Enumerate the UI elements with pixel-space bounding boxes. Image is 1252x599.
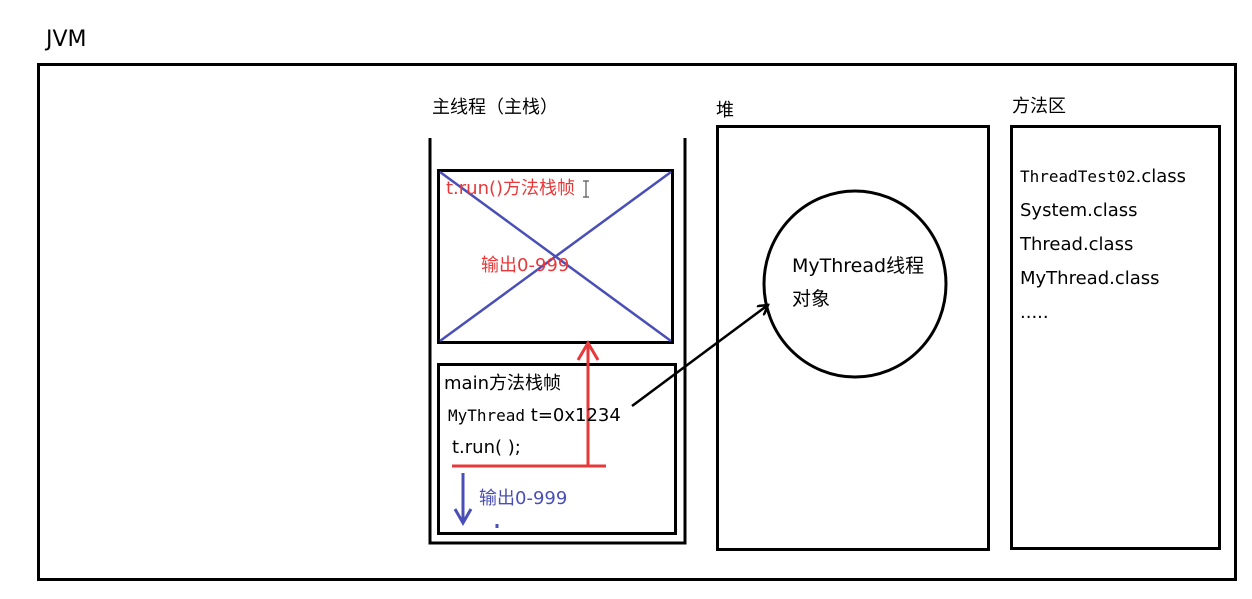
- run-frame-output: 输出0-999: [481, 255, 570, 276]
- heap-label: 堆: [716, 100, 734, 121]
- main-stack-container: [428, 138, 687, 545]
- main-stack-label: 主线程（主栈）: [432, 97, 558, 118]
- class-item-ellipsis: .....: [1020, 302, 1049, 323]
- reference-declaration: MyThread t=0x1234: [448, 405, 621, 426]
- run-method-frame: [437, 169, 674, 344]
- method-area-class-list: ThreadTest02.class System.class Thread.c…: [1020, 160, 1186, 330]
- run-frame-title: t.run()方法栈帧: [446, 178, 576, 199]
- main-method-frame: [437, 363, 677, 535]
- jvm-boundary: [37, 63, 1237, 581]
- class-item-suffix: .class: [1135, 166, 1186, 187]
- class-item: MyThread.class: [1020, 268, 1160, 289]
- class-item-name: ThreadTest02: [1020, 167, 1136, 186]
- class-item: System.class: [1020, 200, 1138, 221]
- declaration-type: MyThread: [448, 406, 526, 425]
- main-frame-title: main方法栈帧: [444, 373, 561, 394]
- text-cursor-icon: [583, 180, 589, 198]
- method-area-box: [1010, 125, 1221, 550]
- diagram-title: JVM: [46, 27, 87, 52]
- method-area-label: 方法区: [1012, 96, 1066, 117]
- red-up-arrow-head: [576, 340, 600, 361]
- declaration-value: t=0x1234: [525, 405, 621, 426]
- main-frame-output: 输出0-999: [479, 488, 568, 509]
- heap-object-line-1: MyThread线程: [792, 255, 925, 277]
- heap-object-label: MyThread线程 对象: [792, 250, 924, 316]
- run-call: t.run( );: [452, 437, 521, 458]
- heap-object-circle: [762, 189, 948, 379]
- blue-down-arrow-head: [453, 508, 473, 527]
- reference-arrow: [631, 305, 768, 408]
- heap-object-line-2: 对象: [792, 288, 831, 310]
- heap-box: [716, 125, 990, 551]
- cross-line-2: [439, 170, 672, 343]
- class-item: Thread.class: [1020, 234, 1134, 255]
- class-item: ThreadTest02.class: [1020, 160, 1186, 194]
